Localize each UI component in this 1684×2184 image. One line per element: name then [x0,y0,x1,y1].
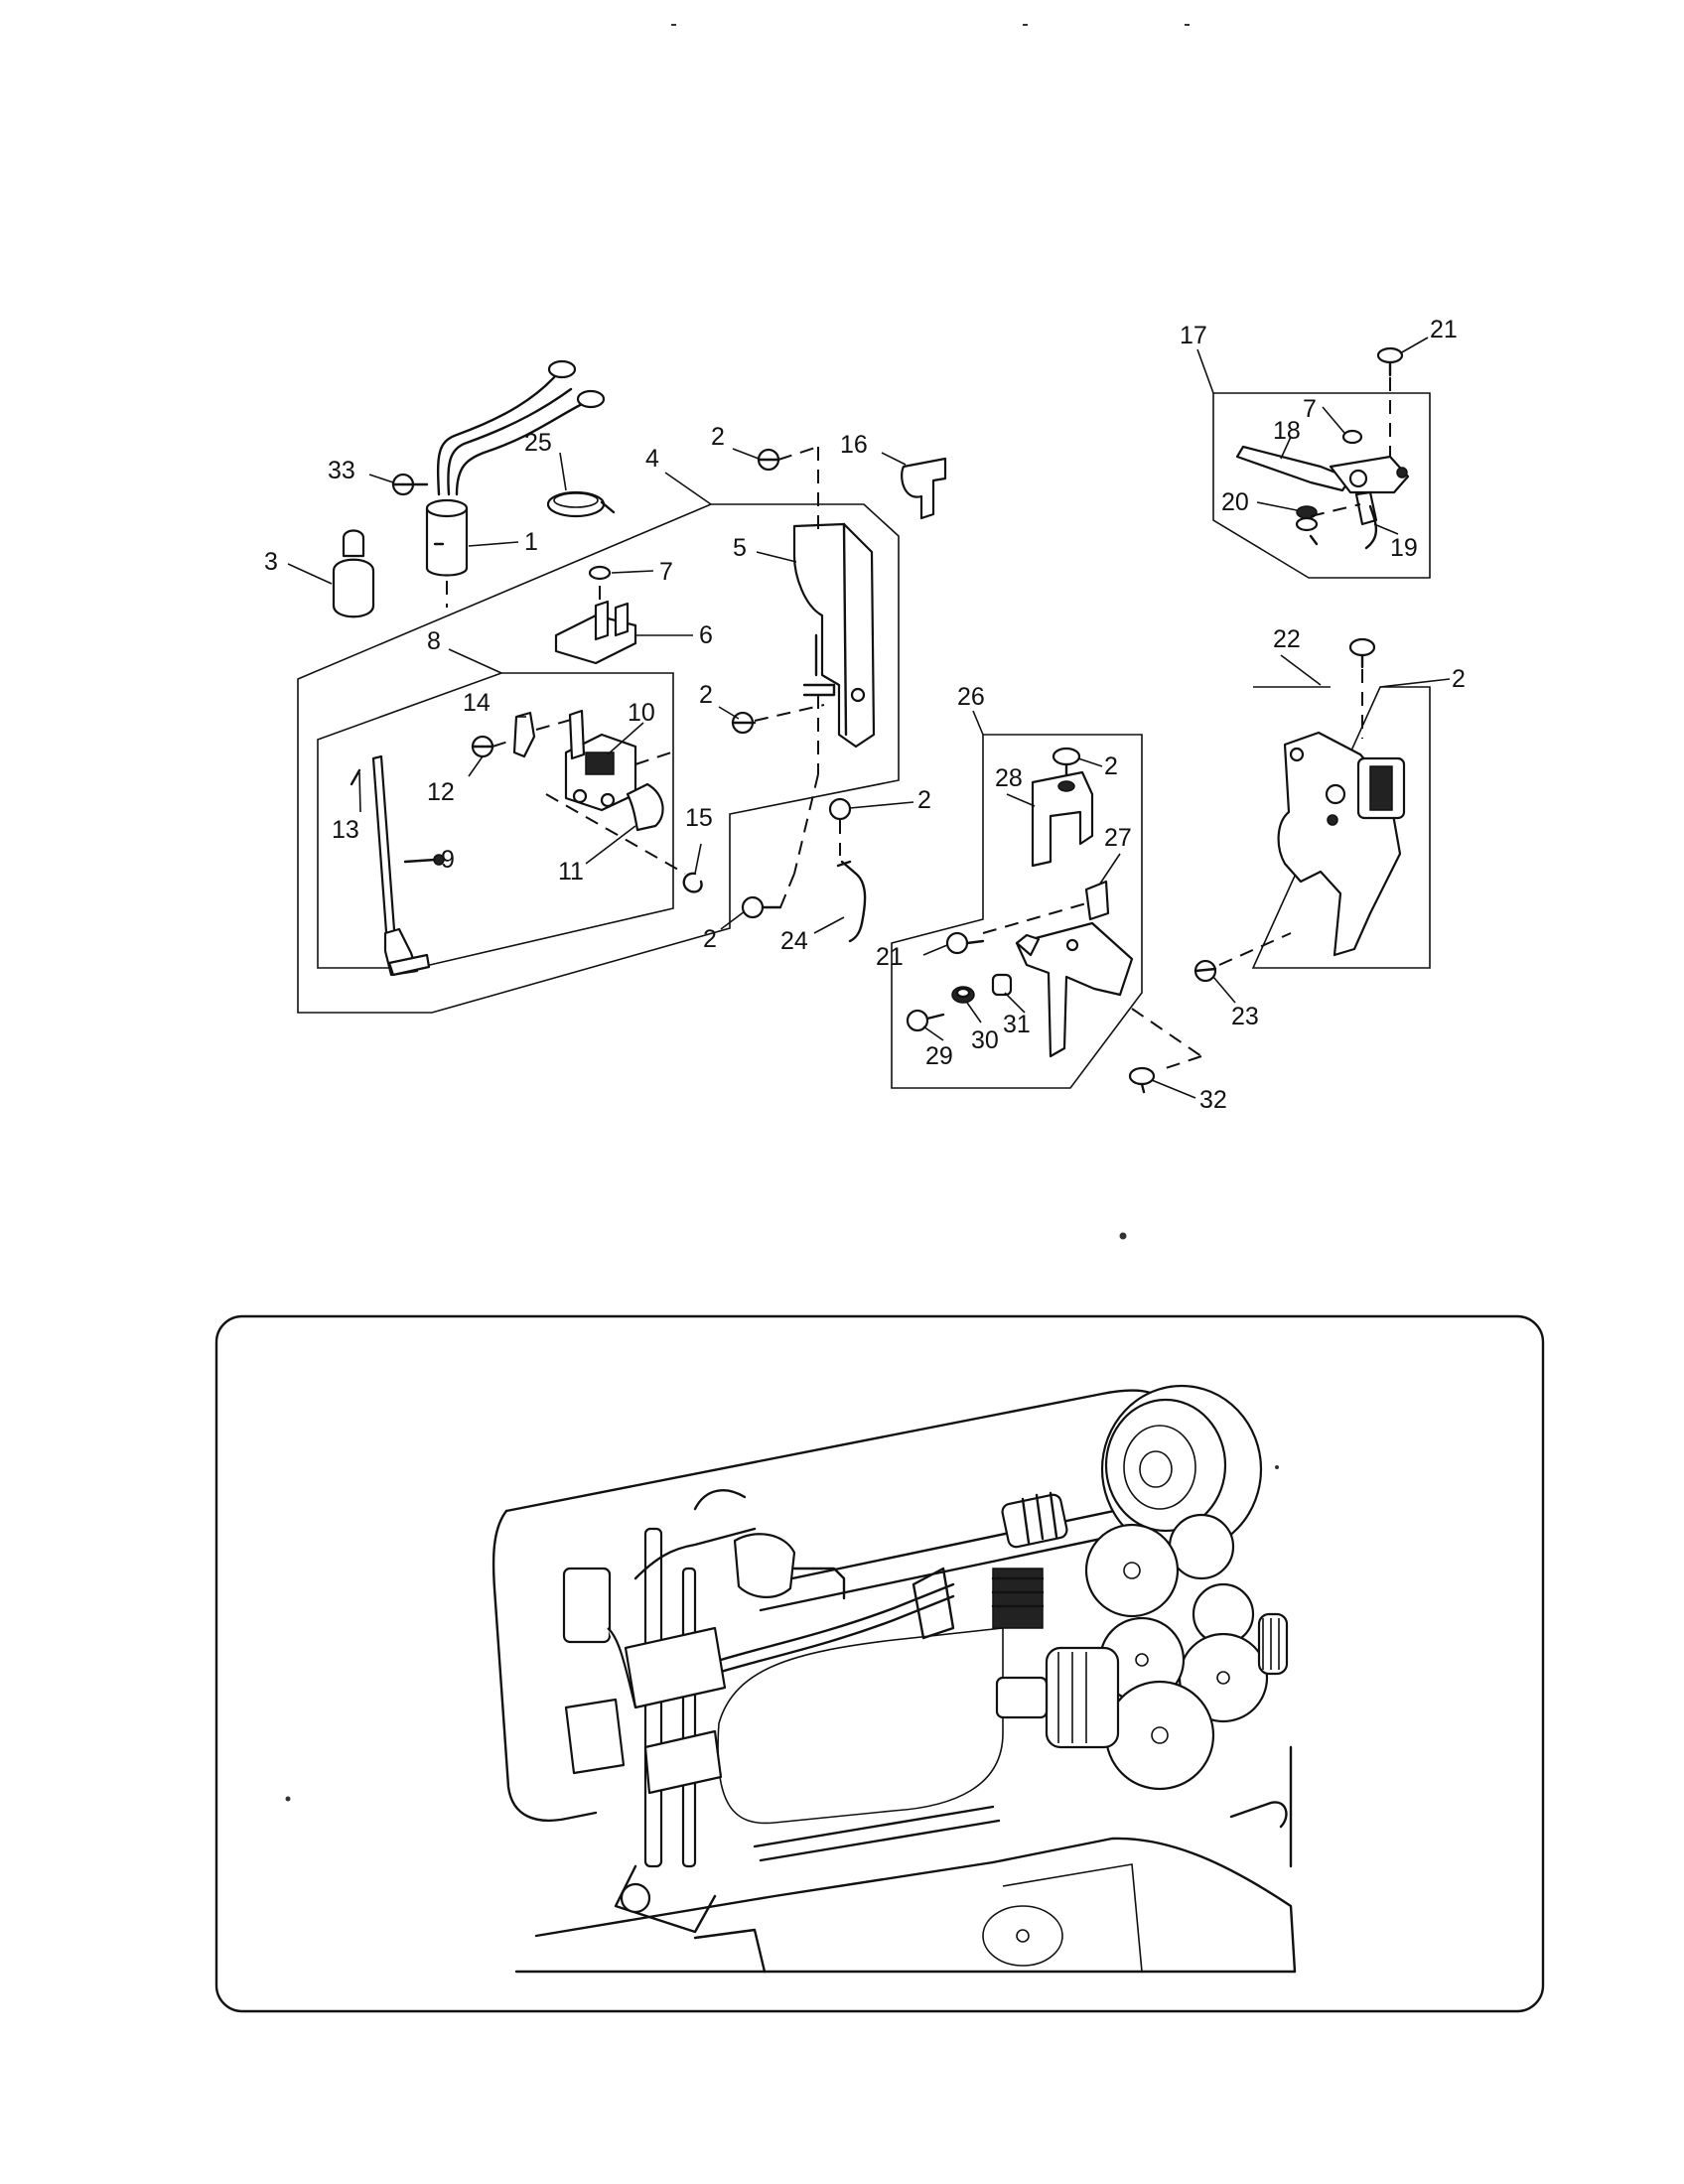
leader-dash-23 [1218,932,1292,966]
callout-32: 32 [1199,1086,1227,1114]
screw-2-wire-icon [828,797,852,856]
callout-28: 28 [995,764,1023,792]
callout-7-right: 7 [1303,395,1317,423]
screw-21-mid-icon [945,931,985,955]
wire-spring-24-icon [836,860,867,943]
presser-bar-13-icon [350,754,445,977]
inset-frame [214,1314,1545,2013]
callout-13: 13 [332,816,359,844]
group-outline-part-17 [1212,392,1431,579]
callout-2-mid: 2 [699,681,713,709]
callout-24: 24 [780,927,808,955]
leader-dash-32b [1159,1055,1202,1071]
callout-18: 18 [1273,417,1301,445]
callout-2-lower: 2 [703,925,717,953]
callout-23: 23 [1231,1003,1259,1030]
gear-teeth-icon [991,1568,1045,1629]
callout-5: 5 [733,534,747,562]
screw-29-icon [906,1009,945,1032]
callout-20: 20 [1221,488,1249,516]
callout-10: 10 [628,699,655,727]
screw-2-group22-icon [1348,637,1376,739]
machine-view-inset [214,1314,1545,2013]
leader-dash-32 [1131,1008,1202,1057]
callout-14: 14 [463,689,491,717]
callout-2-top: 2 [711,423,725,451]
lever-14-icon [512,711,572,758]
screw-21-top-icon [1376,346,1404,459]
motor-icon [995,1646,1120,1749]
callout-21-top: 21 [1430,316,1458,343]
group-outline-part-8 [317,672,674,969]
callout-17: 17 [1180,322,1207,349]
cover-plate-16-icon [901,457,947,520]
callout-2-wire: 2 [917,786,931,814]
callout-15: 15 [685,804,713,832]
bracket-28-icon [1031,770,1094,868]
gear-stack-icon [1084,1513,1289,1791]
motor-bracket-22-icon [1277,731,1406,957]
screw-12-icon [471,735,515,758]
callout-2-group26: 2 [1104,752,1118,780]
worm-gear-icon [1001,1491,1068,1549]
callout-19: 19 [1390,534,1418,562]
callout-labels: 33 1 3 2 4 5 7 6 8 16 25 2 14 10 12 13 9… [264,316,1466,1114]
scan-specks [285,24,1279,1802]
screw-2-lower-icon [741,873,795,919]
plate-27-icon [1084,880,1110,921]
spring-20-icon [1295,503,1361,546]
callout-11: 11 [558,858,584,886]
light-bulb-3-icon [332,529,375,618]
callout-12: 12 [427,778,455,806]
callout-25: 25 [524,429,552,457]
clip-15-icon [682,872,703,893]
nut-31-icon [991,973,1013,997]
callout-21-mid: 21 [876,943,904,971]
callout-16: 16 [840,431,868,459]
cam-11-icon [626,782,664,832]
screw-2-mid-icon [731,704,825,735]
lamp-socket-1-icon [425,359,606,577]
callout-26: 26 [957,683,985,711]
callout-29: 29 [925,1042,953,1070]
callout-3: 3 [264,548,278,576]
callout-30: 30 [971,1026,999,1054]
handwheel-icon [1100,1384,1263,1555]
leader-dash-11-15 [545,793,686,875]
lever-arm-18-icon [1235,445,1410,550]
mechanism-10-icon [564,709,672,812]
callout-2-group22: 2 [1452,665,1466,693]
callout-31: 31 [1003,1011,1031,1038]
callout-8: 8 [427,627,441,655]
group-outline-part-26 [891,734,1143,1089]
bracket-6-icon [554,565,637,665]
screw-33-icon [391,473,429,496]
callout-6: 6 [699,621,713,649]
callout-33: 33 [328,457,355,484]
needle-bar-assembly-icon [562,1489,757,1934]
callout-4: 4 [645,445,659,473]
washer-30-icon [951,986,975,1004]
callout-22: 22 [1273,625,1301,653]
group-outline-part-4 [297,503,900,1014]
screw-2-group26-icon [1052,747,1081,776]
screw-2-top-icon [757,446,819,472]
callout-leaders [287,337,1451,1099]
leader-dash-27 [982,902,1087,934]
callout-1: 1 [524,528,538,556]
screw-32-icon [1128,1066,1156,1094]
callout-27: 27 [1104,824,1132,852]
screw-23-icon [1193,959,1217,983]
washer-7-right-icon [1341,429,1363,445]
sewing-machine-head-icon [491,1384,1297,1974]
callout-9: 9 [441,846,455,874]
callout-7-left: 7 [659,558,673,586]
bracket-main-26-icon [1015,921,1134,1058]
face-bracket-5-icon [792,447,876,875]
take-up-lever-icon [733,1533,846,1600]
ring-25-icon [546,490,616,518]
